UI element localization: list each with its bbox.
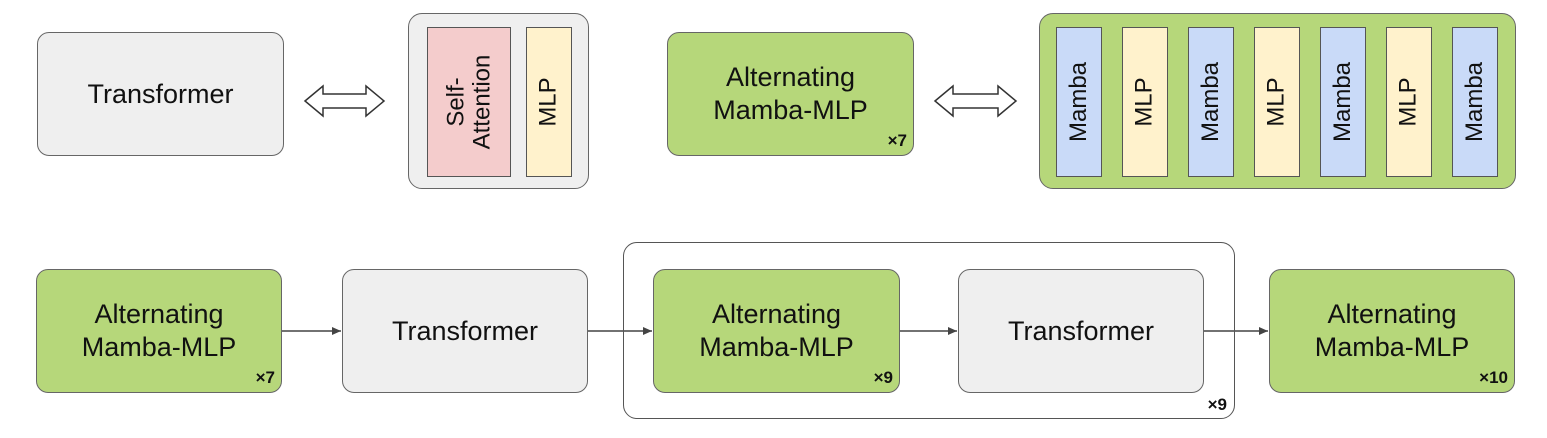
transformer-label: Transformer <box>1007 315 1155 346</box>
mlp-label: MLP <box>535 77 563 127</box>
alternating-label: Alternating Mamba-MLP <box>713 62 868 125</box>
mamba-block: Mamba <box>1452 27 1498 177</box>
multiplier-badge: ×9 <box>873 368 893 387</box>
mamba-block: Mamba <box>1056 27 1102 177</box>
multiplier-badge: ×7 <box>255 368 275 387</box>
mamba-block: Mamba <box>1188 27 1234 177</box>
mlp-label: MLP <box>1131 77 1159 127</box>
multiplier-badge: ×7 <box>887 131 907 150</box>
transformer-box-1: Transformer <box>342 269 588 393</box>
alternating-label: Alternating Mamba-MLP <box>699 299 854 362</box>
mlp-block: MLP <box>1254 27 1300 177</box>
mlp-block: MLP <box>1122 27 1168 177</box>
mamba-block: Mamba <box>1320 27 1366 177</box>
multiplier-badge: ×10 <box>1479 368 1508 387</box>
transformer-label: Transformer <box>391 315 539 346</box>
mamba-label: Mamba <box>1329 61 1356 143</box>
alternating-label: Alternating Mamba-MLP <box>1314 299 1470 362</box>
self-attention-label: Self- Attention <box>442 54 496 150</box>
alternating-mamba-mlp-top: Alternating Mamba-MLP ×7 <box>667 32 914 156</box>
alternating-expansion: Mamba MLP Mamba MLP Mamba MLP Mamba <box>1039 13 1516 189</box>
group-multiplier-badge: ×9 <box>1207 395 1227 414</box>
double-arrow-icon <box>933 84 1018 118</box>
alternating-label: Alternating Mamba-MLP <box>81 299 237 362</box>
transformer-label: Transformer <box>87 78 234 109</box>
alternating-mamba-mlp-1: Alternating Mamba-MLP ×7 <box>36 269 282 393</box>
double-arrow-icon <box>303 84 386 118</box>
alternating-mamba-mlp-3: Alternating Mamba-MLP ×10 <box>1269 269 1515 393</box>
mamba-label: Mamba <box>1065 61 1092 143</box>
transformer-box-2: Transformer <box>958 269 1204 393</box>
alternating-mamba-mlp-2: Alternating Mamba-MLP ×9 <box>653 269 900 393</box>
mamba-label: Mamba <box>1461 61 1488 143</box>
mamba-label: Mamba <box>1197 61 1224 143</box>
self-attention-block: Self- Attention <box>427 27 511 177</box>
transformer-box-top: Transformer <box>37 32 284 156</box>
mlp-label: MLP <box>1395 77 1423 127</box>
transformer-expansion: Self- Attention MLP <box>408 13 589 189</box>
repeat-group-frame: ×9 <box>623 242 1235 419</box>
mlp-block: MLP <box>1386 27 1432 177</box>
mlp-label: MLP <box>1263 77 1291 127</box>
mlp-block: MLP <box>526 27 572 177</box>
